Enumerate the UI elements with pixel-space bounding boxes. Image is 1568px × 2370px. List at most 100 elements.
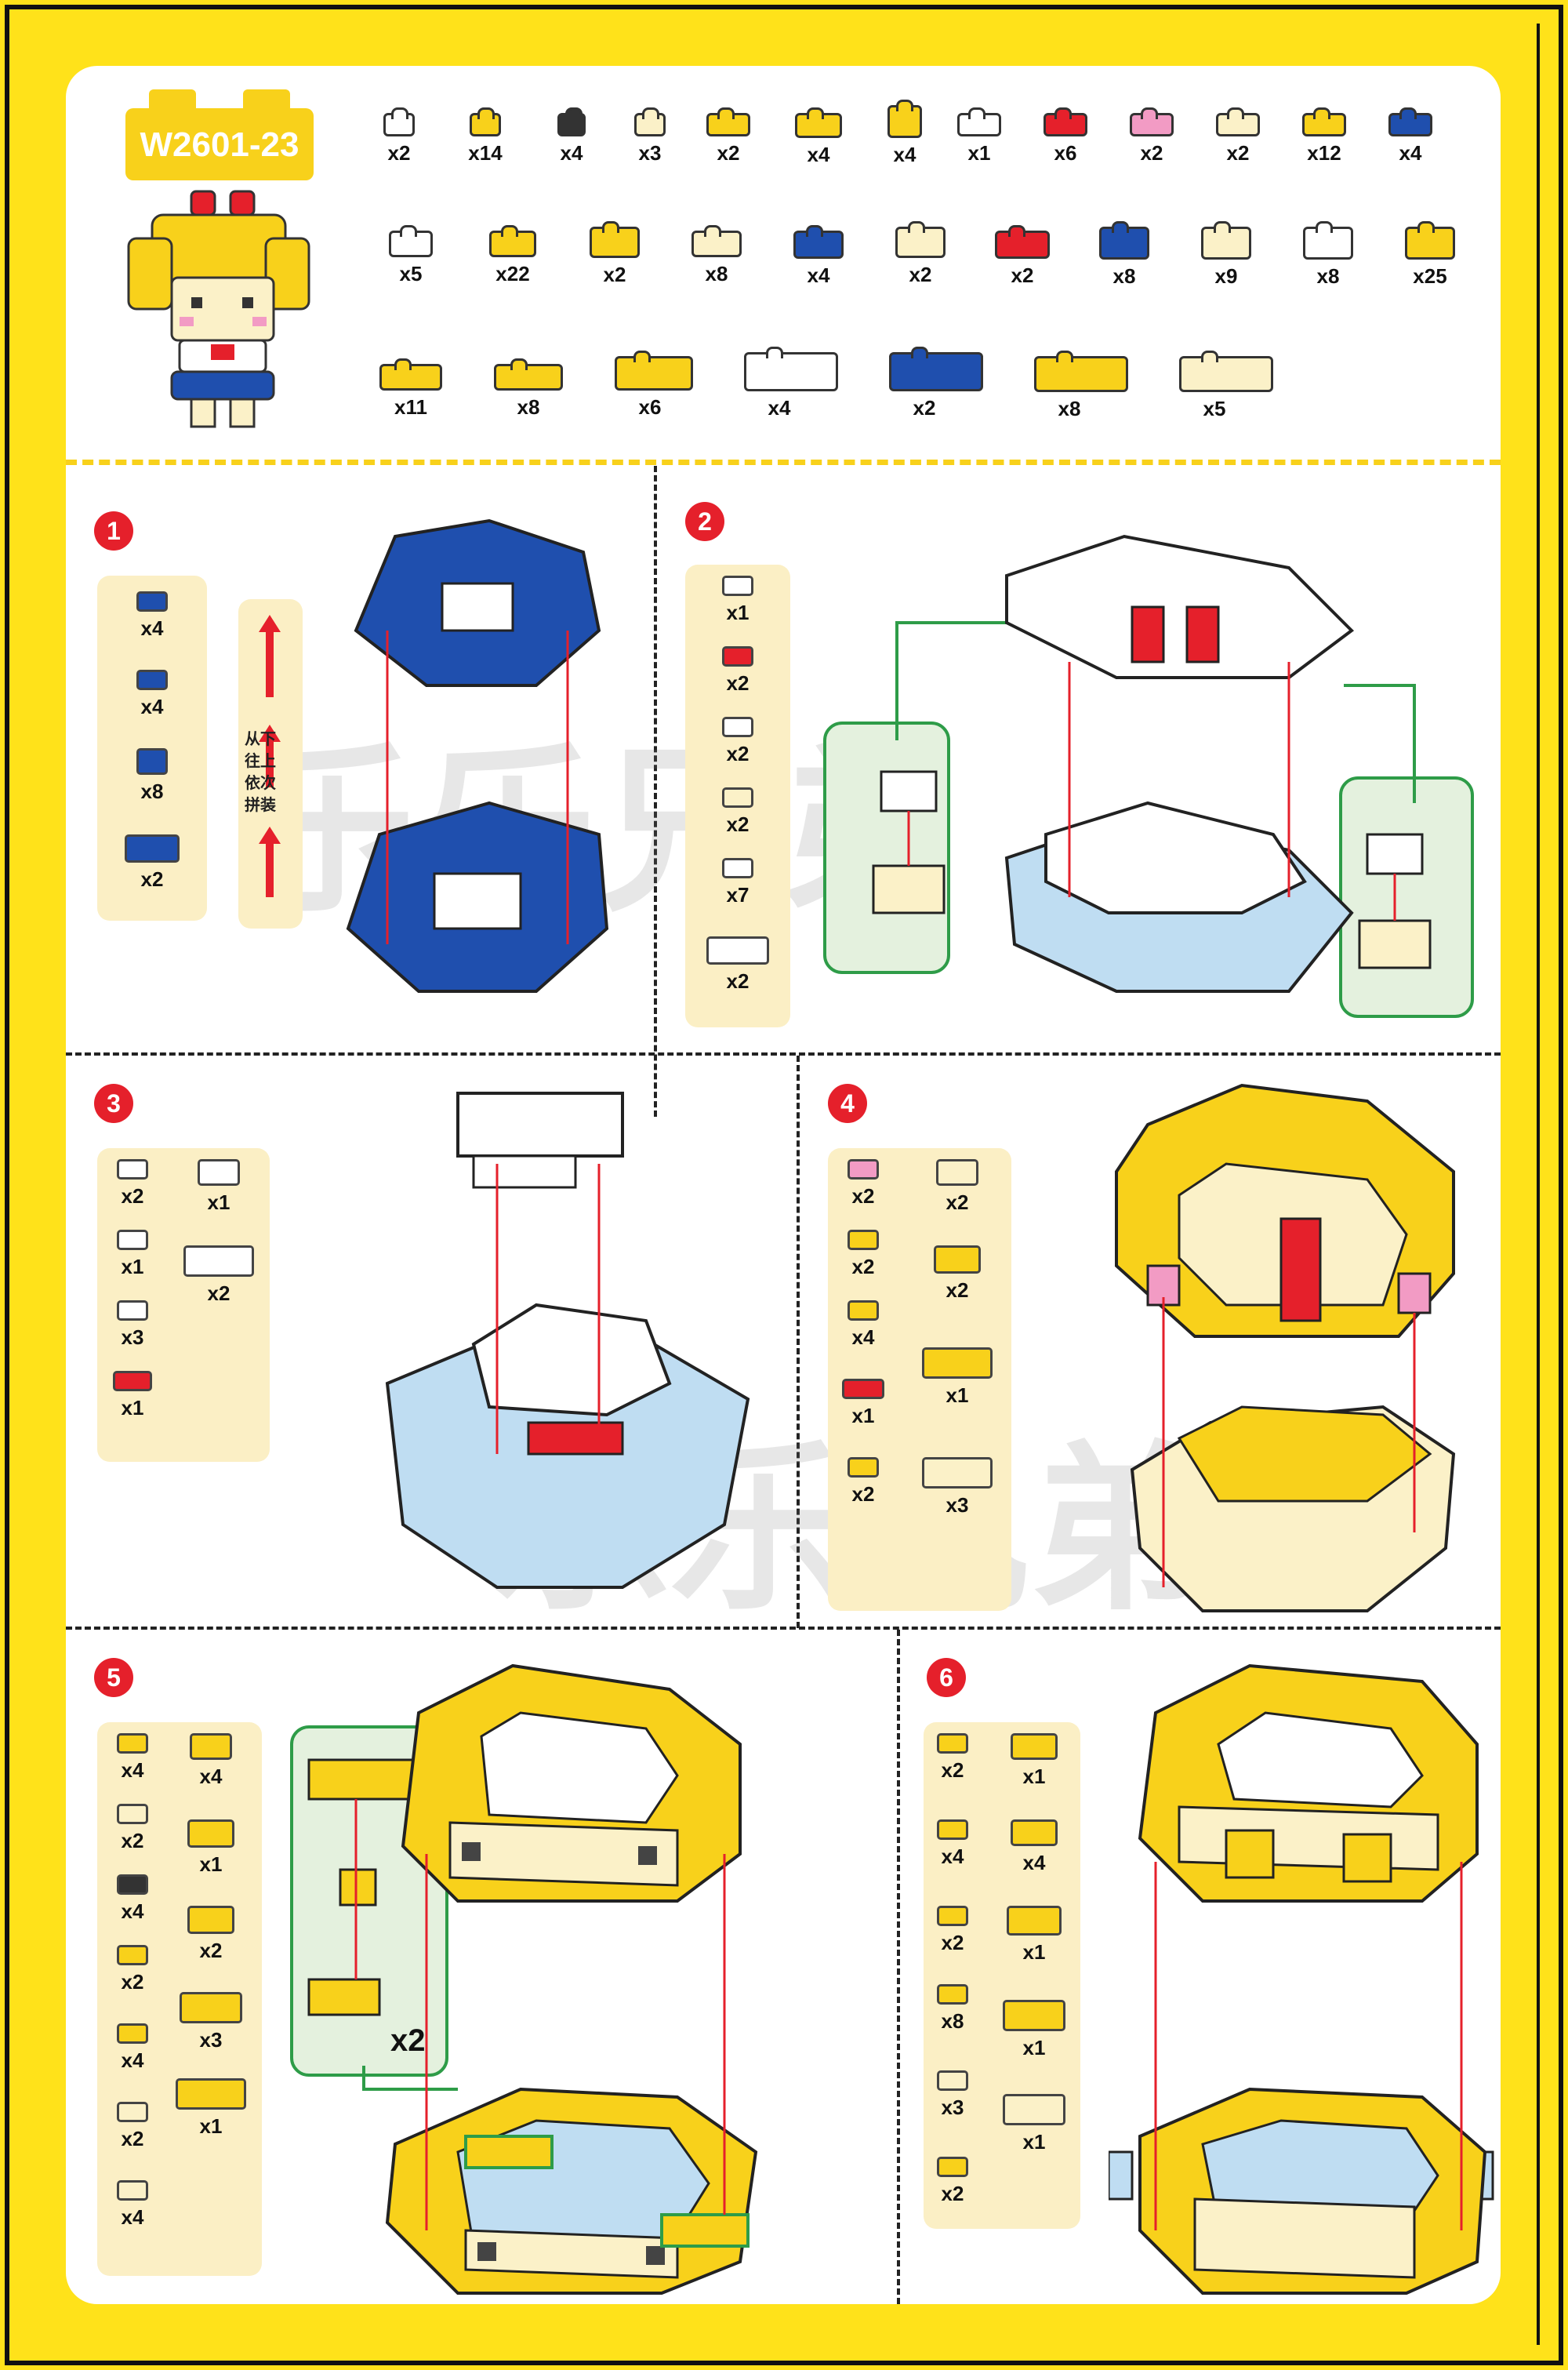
part-qty: x1 [967, 141, 991, 165]
part-29: x8 [1034, 351, 1128, 421]
part-28: x2 [889, 347, 983, 420]
part-swatch [887, 100, 922, 138]
step-6-part: x4 [917, 1819, 988, 1869]
part-6: x4 [869, 100, 940, 167]
part-qty: x4 [807, 143, 830, 166]
step-1-badge: 1 [94, 511, 133, 551]
step-4-part: x1 [828, 1379, 898, 1428]
part-qty: x4 [893, 143, 916, 166]
part-9: x2 [1116, 107, 1187, 165]
step-5-sub-assembly-model [307, 1758, 428, 2016]
part-swatch [489, 225, 536, 257]
step-4-part: x2 [828, 1230, 898, 1279]
instruction-sheet: W2601-23 x2 x14 x4 x3 x2 x4 x4 x1 x6 x2 … [66, 66, 1501, 2304]
part-swatch [379, 358, 442, 391]
step-6-part: x8 [917, 1984, 988, 2034]
step-5-part: x4 [97, 1733, 168, 1783]
step-1-parts-panel: x4 x4 x8 x2 [97, 576, 207, 921]
part-qty: x12 [1307, 141, 1341, 165]
part-swatch [889, 347, 983, 391]
part-swatch [895, 221, 946, 258]
part-swatch [1044, 107, 1087, 136]
part-swatch [995, 225, 1050, 259]
step-2-model [872, 534, 1432, 993]
part-swatch [1179, 351, 1273, 392]
part-qty: x4 [560, 141, 583, 165]
part-qty: x14 [468, 141, 503, 165]
step-4-part: x2 [922, 1159, 993, 1215]
step-5-part: x4 [97, 2023, 168, 2073]
frame-border [5, 5, 1563, 2365]
part-qty: x11 [394, 395, 427, 419]
part-qty: x6 [638, 395, 662, 419]
step-6-parts-panel: x2 x4 x2 x8 x3 x2 x1 x4 x1 x1 x1 [924, 1722, 1080, 2229]
step-6-part: x4 [999, 1819, 1069, 1875]
part-11: x12 [1289, 107, 1359, 165]
step-5-part: x4 [97, 1874, 168, 1924]
part-22: x8 [1293, 221, 1363, 289]
part-swatch [1201, 221, 1251, 260]
part-qty: x4 [768, 396, 791, 420]
step-2-part: x2 [702, 787, 773, 837]
part-qty: x5 [1203, 397, 1226, 420]
character-figure [127, 190, 310, 428]
part-12: x4 [1375, 107, 1446, 165]
part-8: x6 [1030, 107, 1101, 165]
part-swatch [1388, 107, 1432, 136]
part-swatch [1302, 107, 1346, 136]
step-4-parts-panel: x2 x2 x4 x1 x2 x2 x2 x1 x3 [828, 1148, 1011, 1611]
step-1-part: x2 [117, 834, 187, 892]
part-7: x1 [944, 107, 1014, 165]
part-23: x25 [1395, 221, 1465, 289]
step-6-part: x2 [917, 1733, 988, 1783]
part-14: x22 [477, 225, 548, 286]
step-6-part: x1 [999, 2000, 1069, 2060]
part-qty: x8 [517, 395, 540, 419]
part-swatch [1405, 221, 1455, 260]
step-4-part: x3 [922, 1457, 993, 1518]
part-qty: x4 [1399, 141, 1422, 165]
step-4-part: x2 [828, 1159, 898, 1209]
step-2-part: x1 [702, 576, 773, 625]
step-2-parts-panel: x1 x2 x2 x2 x7 x2 [685, 565, 790, 1027]
step-3-part: x1 [183, 1159, 254, 1215]
step-3-part: x3 [97, 1300, 168, 1350]
part-qty: x2 [1011, 264, 1034, 287]
part-21: x9 [1191, 221, 1261, 289]
frame-inner-line [1537, 24, 1540, 2345]
step-3-part: x1 [97, 1230, 168, 1279]
part-0: x2 [364, 107, 434, 165]
part-swatch [793, 225, 844, 259]
header-divider [66, 460, 1501, 465]
step-5-part: x2 [97, 2102, 168, 2151]
step-3-part: x2 [183, 1245, 254, 1306]
step-2-part: x7 [702, 858, 773, 907]
part-1: x14 [450, 107, 521, 165]
part-16: x8 [681, 225, 752, 286]
step-1-part: x8 [117, 748, 187, 804]
part-qty: x8 [705, 262, 728, 285]
part-swatch [691, 225, 742, 257]
step-6-part: x2 [917, 2157, 988, 2206]
step-6-part: x3 [917, 2070, 988, 2120]
step-2-part: x2 [702, 717, 773, 766]
step-6-part: x2 [917, 1906, 988, 1955]
part-qty: x6 [1054, 141, 1077, 165]
part-qty: x2 [913, 396, 936, 420]
part-30: x5 [1179, 351, 1273, 421]
part-qty: x8 [1058, 397, 1081, 420]
part-qty: x25 [1413, 264, 1447, 288]
part-qty: x2 [909, 263, 932, 286]
step-5-part: x1 [176, 2078, 246, 2139]
step-6-part: x1 [999, 2094, 1069, 2154]
step-3-part: x2 [97, 1159, 168, 1209]
divider-v1 [654, 466, 657, 1117]
part-qty: x2 [387, 141, 411, 165]
part-18: x2 [885, 221, 956, 287]
step-3-parts-panel: x2 x1 x3 x1 x1 x2 [97, 1148, 270, 1462]
step-5-part: x2 [176, 1906, 246, 1963]
step-3-part: x1 [97, 1371, 168, 1420]
divider-v2 [797, 1056, 800, 1628]
divider-h2 [66, 1627, 1501, 1630]
step-1-part: x4 [117, 591, 187, 641]
